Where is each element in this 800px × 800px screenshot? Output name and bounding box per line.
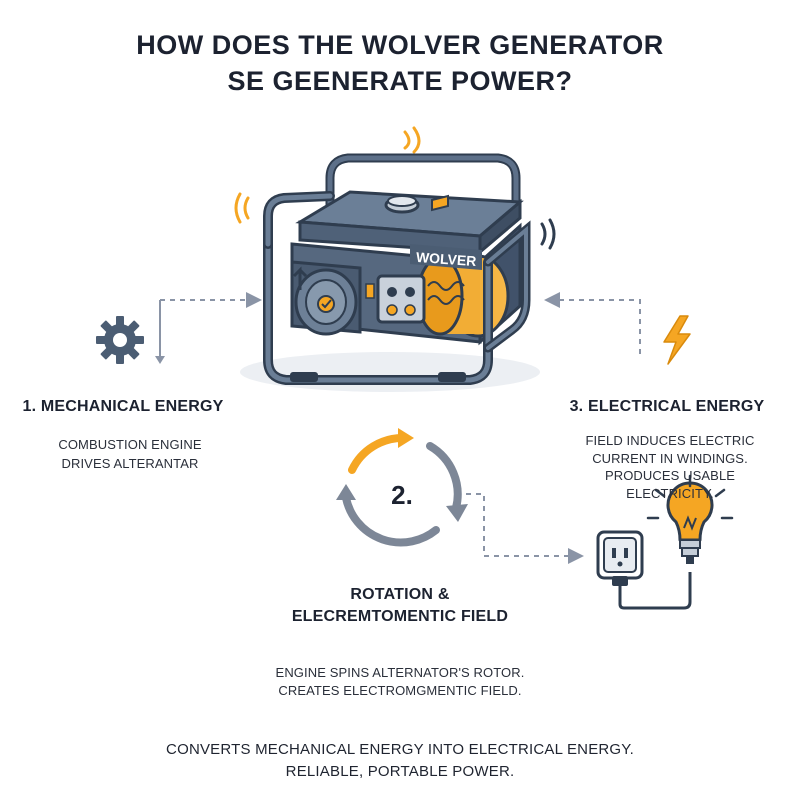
stage-3-body-line-2: CURRENT IN WINDINGS. <box>592 451 748 466</box>
stage-2-title-line-2: ELECREMTOMENTIC FIELD <box>291 608 509 625</box>
stage-2-body-line-1: ENGINE SPINS ALTERNATOR'S ROTOR. <box>275 665 525 680</box>
stage-2-number: 2. <box>391 480 413 510</box>
page-title-line-1: HOW DOES THE WOLVER GENERATOR <box>136 30 664 60</box>
gear-icon <box>96 316 144 364</box>
generator-illustration: WOLVER <box>234 126 556 385</box>
page-title-line-2: SE GEENERATE POWER? <box>227 66 573 96</box>
stage-2-title-line-1: ROTATION & <box>350 586 450 603</box>
stage-1-body-line-1: COMBUSTION ENGINE <box>58 437 202 452</box>
footer-line-2: RELIABLE, PORTABLE POWER. <box>285 763 515 780</box>
connector-cycle-to-outlet <box>466 493 584 564</box>
generator-shadow <box>240 352 540 392</box>
connector-lightning-to-generator <box>544 292 641 354</box>
connector-gear-to-generator <box>159 292 262 360</box>
footer-line-1: CONVERTS MECHANICAL ENERGY INTO ELECTRIC… <box>166 741 634 758</box>
stage-3-title: 3. ELECTRICAL ENERGY <box>569 398 765 415</box>
power-outlet-icon <box>596 530 692 610</box>
light-bulb-icon <box>646 474 734 564</box>
stage-1-body-line-2: DRIVES ALTERANTAR <box>61 456 199 471</box>
stage-3-body-line-3: PRODUCES USABLE ELECTRICITY. <box>604 468 736 501</box>
lightning-bolt-icon <box>663 315 691 365</box>
generator-brand-label: WOLVER <box>416 249 477 269</box>
stage-2-body-line-2: CREATES ELECTROMGMENTIC FIELD. <box>278 683 522 698</box>
stage-3-body-line-1: FIELD INDUCES ELECTRIC <box>585 433 755 448</box>
stage-1-title: 1. MECHANICAL ENERGY <box>22 398 224 415</box>
rotation-cycle-icon <box>336 428 468 547</box>
